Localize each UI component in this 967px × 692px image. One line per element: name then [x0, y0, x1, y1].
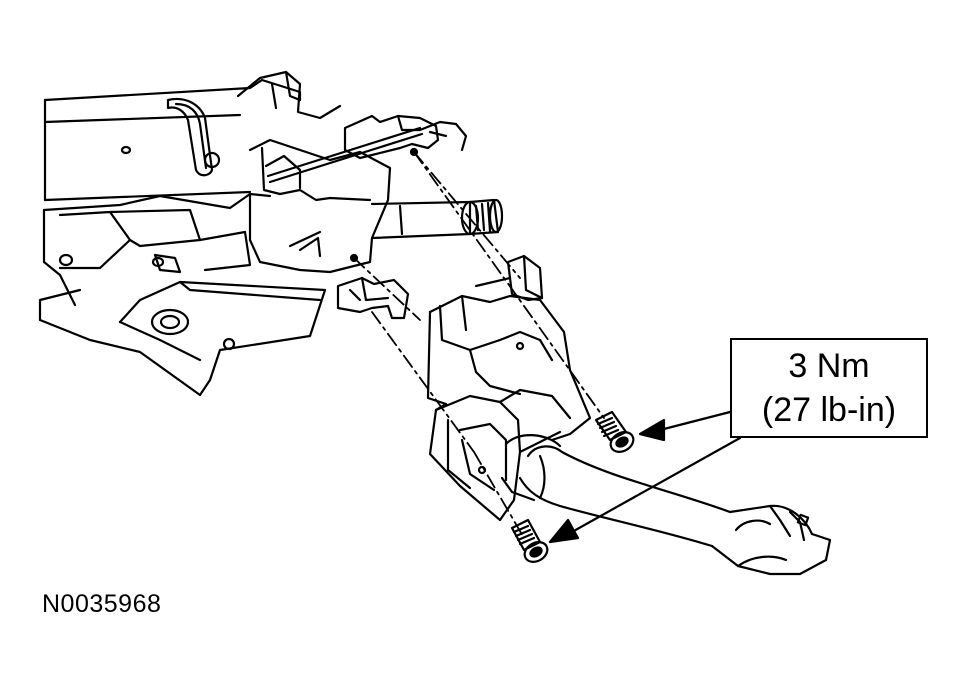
steering-column-icon [38, 70, 504, 397]
multifunction-switch-icon [426, 254, 592, 522]
callout-leader-lines [548, 410, 742, 544]
mounting-screw-icon [510, 410, 635, 563]
torque-imperial-label: (27 lb-in) [761, 391, 897, 429]
switch-stalk-icon [518, 445, 832, 576]
torque-metric-label: 3 Nm [788, 347, 870, 385]
figure-id: N0035968 [42, 590, 162, 618]
torque-callout-box: 3 Nm (27 lb-in) [730, 338, 928, 438]
